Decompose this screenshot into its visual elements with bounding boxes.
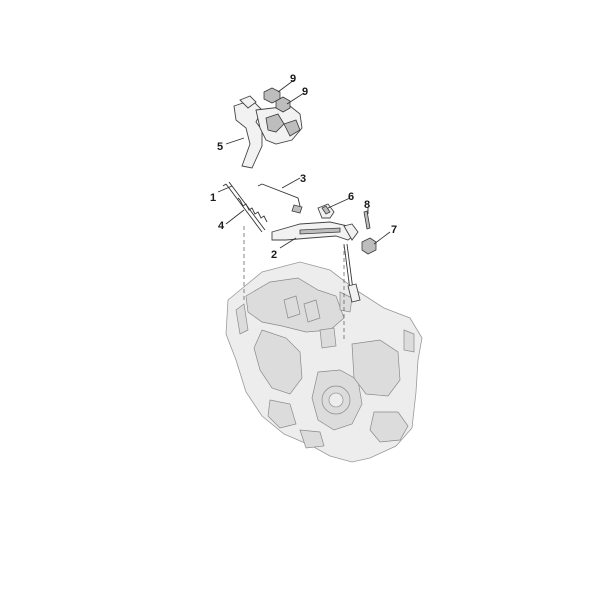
governor-link	[222, 181, 266, 233]
callout-7: 7	[391, 224, 397, 236]
callout-9-lower: 9	[302, 86, 308, 98]
long-rod	[257, 183, 303, 214]
callout-1: 1	[210, 192, 216, 204]
callout-3: 3	[300, 173, 306, 185]
choke-rod	[343, 243, 361, 303]
engine-block	[225, 261, 423, 463]
throttle-control-assembly	[233, 95, 303, 169]
callout-5: 5	[217, 141, 223, 153]
bolt-part	[361, 237, 377, 255]
leader-lines	[217, 79, 391, 249]
callout-labels: 9 9 5 3 1 6 8 4 7 2	[210, 73, 397, 261]
nut-9-lower	[275, 96, 291, 113]
callout-2: 2	[271, 249, 277, 261]
pin-part	[363, 210, 371, 230]
callout-4: 4	[218, 220, 225, 232]
alignment-lines	[243, 226, 345, 340]
governor-spring	[237, 197, 268, 223]
callout-9-upper: 9	[290, 73, 296, 85]
throttle-bracket	[271, 221, 359, 241]
callout-6: 6	[348, 191, 354, 203]
callout-8: 8	[364, 199, 370, 211]
